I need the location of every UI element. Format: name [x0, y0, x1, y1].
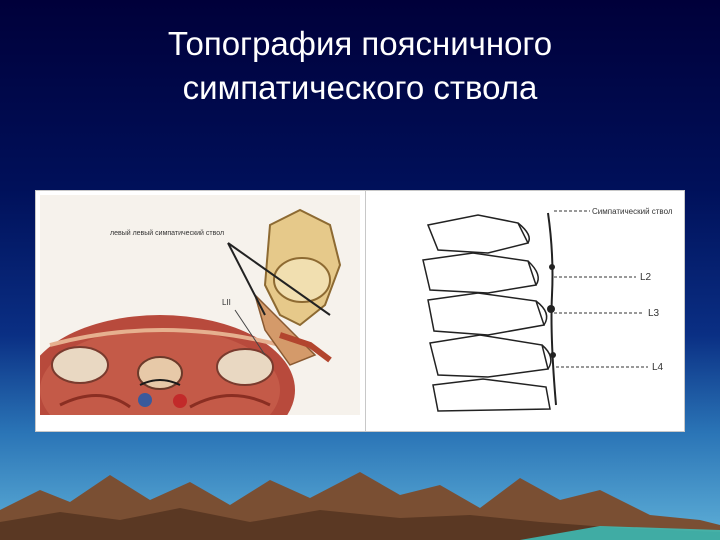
title-line-1: Топография поясничного	[167, 25, 553, 62]
l4-label: L4	[652, 362, 664, 373]
cross-section-drawing: левый левый симпатический ствол LII	[40, 195, 360, 415]
panel-divider	[365, 191, 366, 431]
mountain-landscape	[0, 472, 720, 540]
anatomy-figure: левый левый симпатический ствол LII	[35, 190, 685, 432]
spine-drawing: Симпатический ствол L2 L3 L4	[368, 195, 680, 415]
spine-lateral-illustration: Симпатический ствол L2 L3 L4	[368, 195, 680, 415]
slide-title: Топография поясничного симпатического ст…	[0, 22, 720, 110]
left-trunk-label: левый левый симпатический ствол	[110, 229, 224, 237]
l3-label: L3	[648, 308, 660, 319]
trunk-label: Симпатический ствол	[592, 207, 673, 216]
title-line-2: симпатического ствола	[182, 69, 538, 106]
left-level-label: LII	[222, 298, 231, 307]
cross-section-illustration: левый левый симпатический ствол LII	[40, 195, 360, 415]
l2-label: L2	[640, 272, 652, 283]
